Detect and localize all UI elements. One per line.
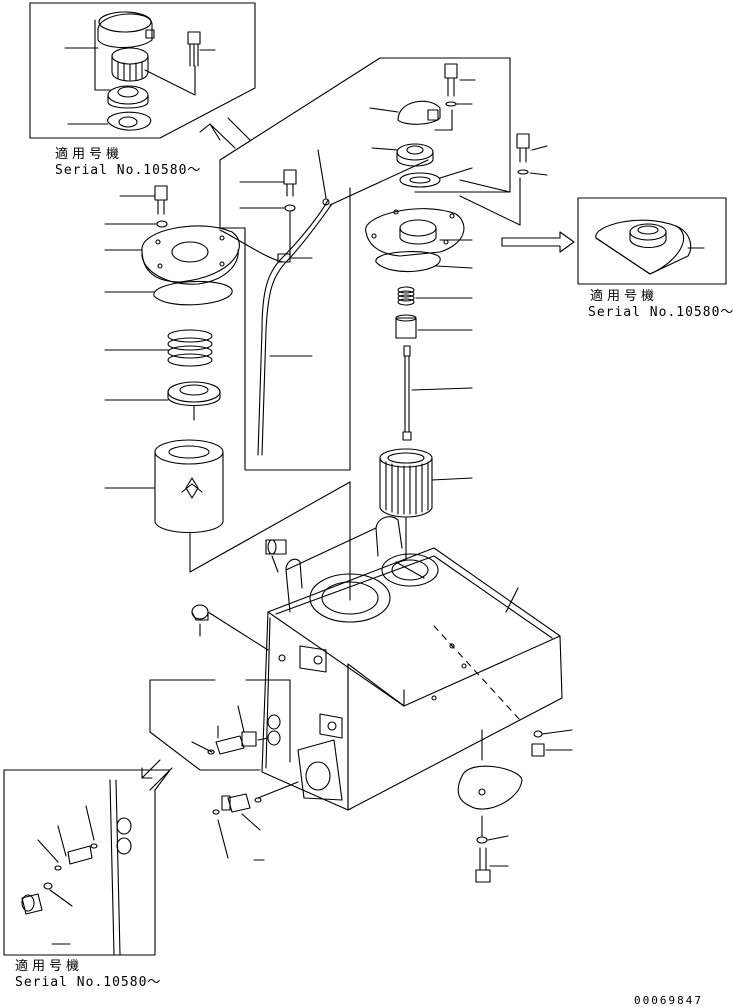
connector-fitting-icon — [212, 793, 262, 815]
dipstick-icon — [257, 198, 333, 456]
flange-cover-icon — [365, 208, 465, 257]
cap-icon — [97, 11, 155, 49]
note-right-serial: Serial No.10580～ — [588, 305, 733, 320]
cover-icon — [457, 765, 523, 810]
strainer-icon — [111, 47, 149, 82]
bolt-icon — [475, 847, 491, 883]
filler-cap-icon — [396, 100, 441, 167]
spring-icon — [167, 329, 213, 367]
washer-icon — [476, 836, 488, 844]
hydraulic-tank-icon — [261, 516, 563, 811]
o-ring-icon — [533, 730, 543, 738]
bolt-icon — [283, 169, 297, 212]
note-right-jp: 適用号機 — [590, 289, 659, 304]
gasket-icon — [107, 111, 152, 131]
spring-icon — [397, 286, 415, 306]
arrow-right-icon — [501, 231, 575, 253]
breather-icon — [265, 539, 287, 555]
plug-icon — [191, 604, 209, 621]
inset-top-left — [29, 2, 256, 139]
drawing-code: 00069847 — [634, 994, 703, 1007]
fitting-frame — [149, 679, 261, 771]
note-top-left-serial: Serial No.10580～ — [55, 163, 202, 178]
bolt-icon — [516, 133, 530, 175]
inset-bottom-left — [3, 769, 171, 956]
note-bottom-left-jp: 適用号機 — [15, 959, 84, 974]
cap-assembly-frame — [219, 57, 511, 193]
inset-right — [577, 197, 727, 285]
bolt-icon — [187, 31, 201, 67]
arrow-down-left-icon — [141, 759, 173, 791]
valve-icon — [395, 314, 417, 339]
valve-plate-icon — [167, 381, 221, 421]
filter-element-icon — [154, 439, 224, 534]
bolt-icon — [154, 185, 168, 228]
gasket-ring-icon — [399, 172, 441, 188]
plug-icon — [531, 743, 545, 757]
rod-icon — [402, 345, 412, 441]
arrow-up-icon — [199, 117, 251, 149]
note-top-left-jp: 適用号機 — [55, 147, 124, 162]
suction-strainer-icon — [379, 448, 433, 518]
connector-icon — [267, 714, 281, 746]
note-bottom-left-serial: Serial No.10580～ — [15, 975, 162, 990]
gasket-icon — [153, 280, 233, 306]
flange-icon — [107, 85, 149, 109]
dipstick-frame — [219, 159, 351, 471]
elbow-fitting-icon — [207, 731, 257, 755]
bolt-icon — [444, 63, 458, 107]
gasket-icon — [375, 251, 441, 273]
cover-plate-icon — [141, 225, 240, 285]
